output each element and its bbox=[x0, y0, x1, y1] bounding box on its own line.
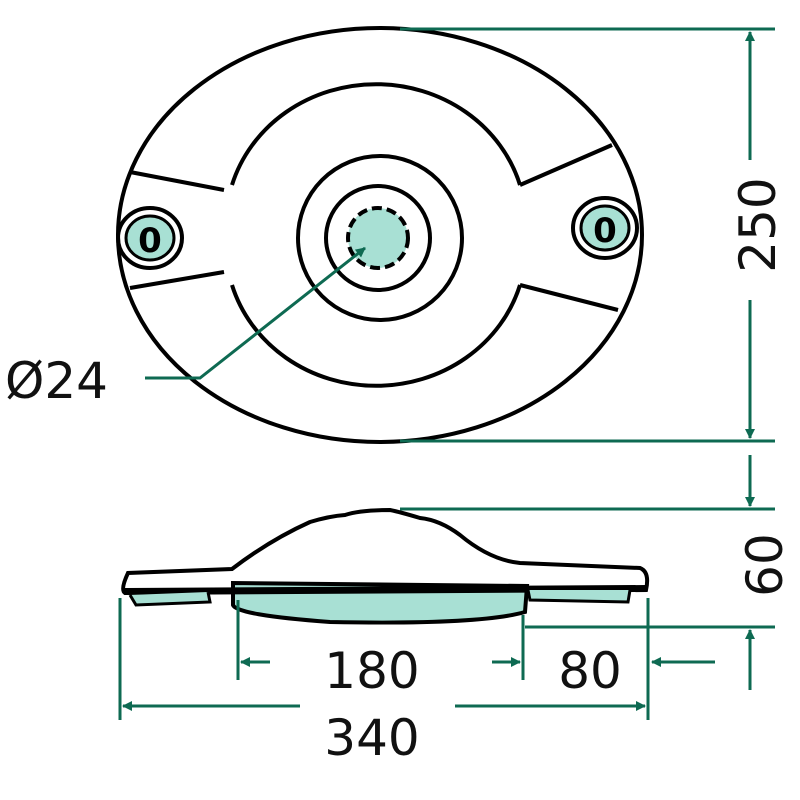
side-view bbox=[121, 507, 650, 625]
dome bbox=[121, 507, 650, 596]
slot-right bbox=[519, 143, 619, 312]
top-view: 0 0 bbox=[116, 26, 644, 444]
hub-inner bbox=[324, 184, 432, 292]
dim-bore: Ø24 bbox=[5, 352, 108, 410]
hub bbox=[296, 154, 464, 322]
foot-left bbox=[128, 591, 212, 607]
bolt-left-label: 0 bbox=[138, 221, 162, 261]
bolt-left: 0 bbox=[116, 206, 184, 270]
dimension-lines bbox=[118, 27, 775, 720]
dim-height-side: 60 bbox=[736, 533, 794, 597]
dim-total-width: 340 bbox=[324, 709, 419, 767]
bolt-right-label: 0 bbox=[593, 211, 617, 251]
plate-line bbox=[124, 585, 647, 592]
spline-bore bbox=[346, 206, 410, 270]
dim-offset: 80 bbox=[558, 642, 622, 700]
slot-left bbox=[129, 170, 225, 290]
bolt-right: 0 bbox=[571, 196, 639, 260]
dim-inner-width: 180 bbox=[324, 642, 419, 700]
dim-height-top: 250 bbox=[729, 177, 787, 272]
foot-right bbox=[526, 589, 632, 604]
